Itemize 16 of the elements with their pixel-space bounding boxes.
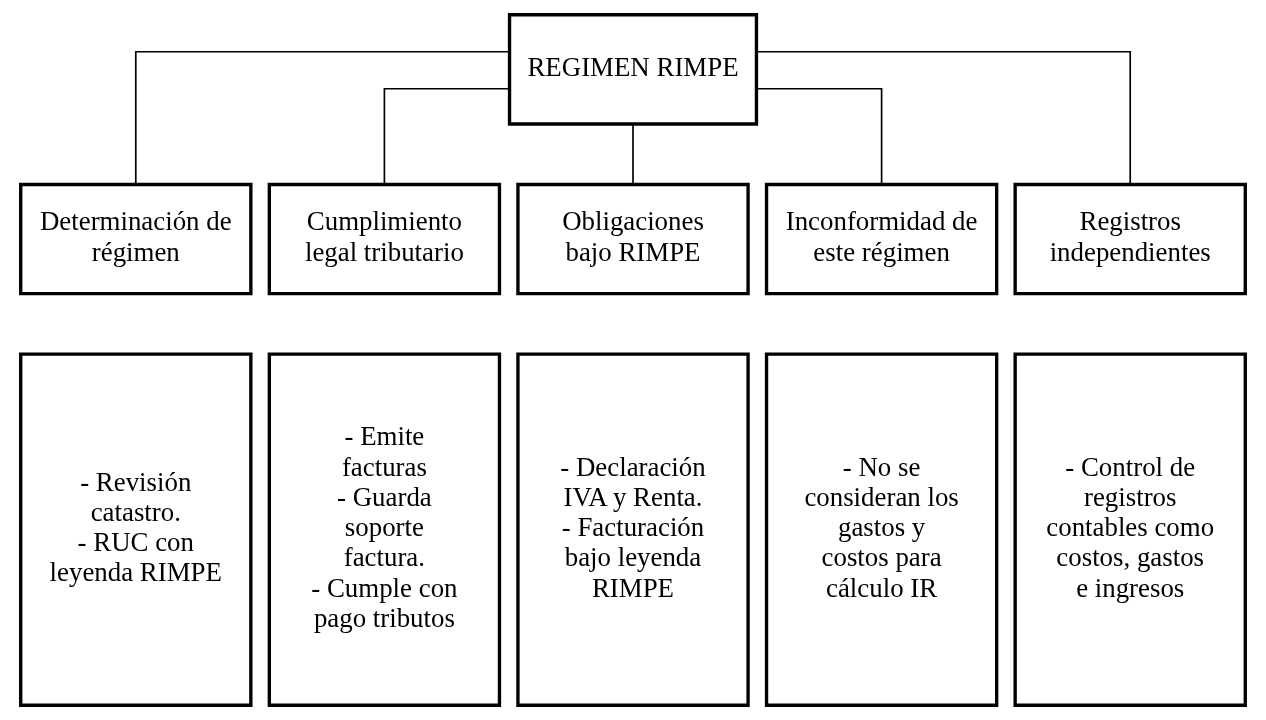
node-box: REGIMEN RIMPE — [507, 13, 759, 126]
node-box: - No se consideran los gastos y costos para cálculo IR — [764, 352, 999, 707]
connector — [755, 87, 883, 186]
connector — [755, 50, 1132, 186]
node-box: - Revisión catastro. - RUC con leyenda RIMPE — [19, 352, 253, 707]
node-box: Inconformidad de este régimen — [764, 182, 999, 296]
connector — [134, 50, 511, 186]
node-box: Obligaciones bajo RIMPE — [516, 182, 750, 296]
node-box: - Emite facturas - Guarda soporte factura. - Cumple con pago tributos — [267, 352, 502, 707]
node-box: Determinación de régimen — [19, 182, 253, 296]
connector — [632, 123, 634, 185]
node-box: Cumplimiento legal tributario — [267, 182, 502, 296]
node-box: - Control de registros contables como costos, gastos e ingresos — [1013, 352, 1247, 707]
node-box: - Declaración IVA y Renta. - Facturación bajo leyenda RIMPE — [516, 352, 750, 707]
node-box: Registros independientes — [1013, 182, 1247, 296]
connector — [383, 87, 511, 186]
